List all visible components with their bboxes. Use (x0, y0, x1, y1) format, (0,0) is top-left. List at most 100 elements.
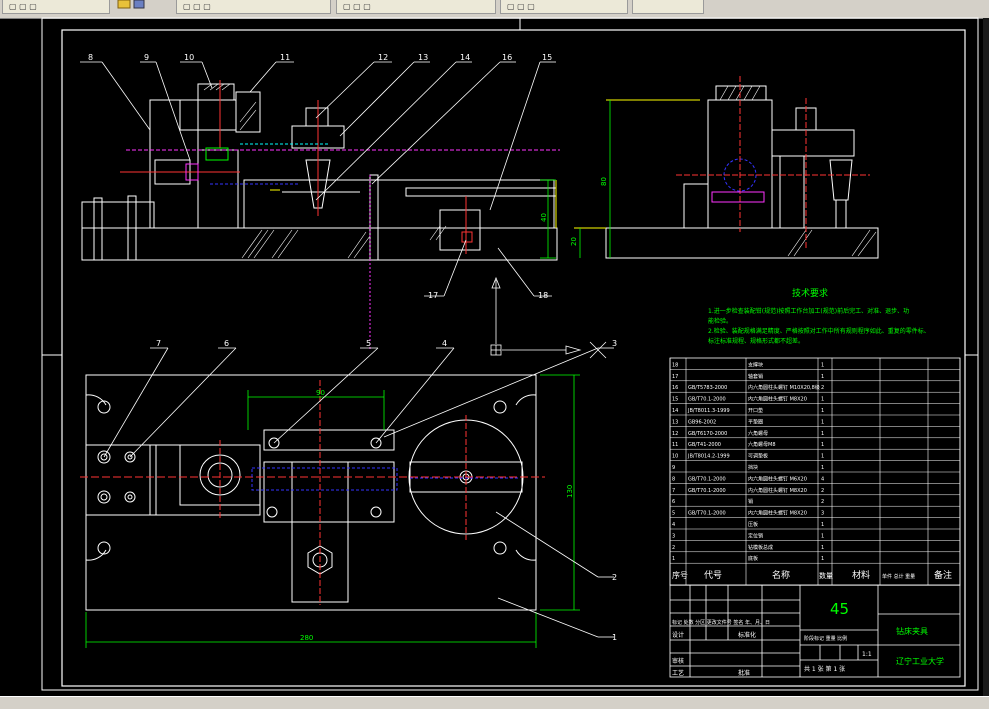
toolbar-strip: ▢ ▢ ▢ ▢ ▢ ▢ ▢ ▢ ▢ ▢ ▢ ▢ (0, 0, 989, 19)
tab-4[interactable]: ▢ ▢ ▢ (500, 0, 628, 14)
front-balloon-labels: 8 9 10 11 12 13 14 16 15 17 18 (88, 53, 552, 300)
balloon-15: 15 (542, 53, 552, 62)
bom-cell: 1 (821, 522, 824, 528)
bom-cell: 8 (672, 476, 675, 482)
balloon-9: 9 (144, 53, 149, 62)
plan-view (85, 374, 537, 611)
dim-plan-130: 130 (566, 485, 574, 498)
bom-cell: 1 (821, 465, 824, 471)
dim-side-80: 80 (600, 177, 608, 186)
front-colored-details (120, 80, 557, 350)
bom-cell: GB/T70.1-2000 (688, 488, 726, 494)
bom-cell: 1 (821, 431, 824, 437)
bom-cell: 挡块 (748, 464, 758, 471)
bom-cell: 内六角圆柱头螺钉 M8X20 (748, 510, 807, 517)
bom-cell: 3 (672, 533, 675, 539)
bom-cell: 六角螺母M8 (748, 441, 776, 448)
bom-cell: 2 (821, 488, 824, 494)
bom-cell: 内六角圆柱头螺钉 M10X20,8级 (748, 384, 820, 391)
cad-cursor[interactable] (490, 276, 607, 359)
folder-icon (117, 0, 145, 9)
bom-header: 单件 总计 重量 (882, 573, 915, 580)
balloon-12: 12 (378, 53, 388, 62)
balloon-10: 10 (184, 53, 194, 62)
bom-cell: 1 (672, 556, 675, 562)
bom-cell: 内六角圆柱头螺钉 M6X20 (748, 475, 807, 482)
dim-plan-90: 90 (316, 389, 325, 397)
bom-cell: 10 (672, 454, 678, 460)
balloon-1: 1 (612, 633, 617, 642)
bom-cell: 平垫圈 (748, 418, 763, 425)
tab-5[interactable] (632, 0, 704, 14)
bom-cell: 1 (821, 442, 824, 448)
hatch-side (719, 85, 877, 257)
hatch-front (203, 83, 447, 259)
balloon-17: 17 (428, 291, 438, 300)
bom-cell: 内六角圆柱头螺钉 M8X20 (748, 487, 807, 494)
bom-cell: 15 (672, 397, 678, 403)
bom-cell: 1 (821, 556, 824, 562)
bom-cell: 9 (672, 465, 675, 471)
tb-part-name: 钻床夹具 (896, 626, 928, 636)
bom-cell: 7 (672, 488, 675, 494)
tab-1[interactable]: ▢ ▢ ▢ (2, 0, 110, 14)
plan-leaders (103, 347, 614, 638)
tech-title: 技术要求 (792, 287, 828, 299)
bom-cell: 1 (821, 362, 824, 368)
side-colored-details (574, 76, 870, 250)
tech-line-2: 能检验。 (708, 317, 732, 325)
side-dimensions (579, 100, 611, 258)
tb-stage: 阶段标记 重量 比例 (804, 635, 847, 642)
bom-cell: 2 (821, 499, 824, 505)
tab-3[interactable]: ▢ ▢ ▢ (336, 0, 496, 14)
bom-cell: JB/T8011.3-1999 (687, 408, 730, 414)
outer-frame (41, 17, 979, 691)
bom-cell: 1 (821, 545, 824, 551)
bom-cell: 六角螺母 (748, 430, 768, 437)
bom-cell: 2 (672, 545, 675, 551)
tb-standard: 标准化 (738, 631, 756, 639)
plan-balloon-labels: 7 6 5 4 3 2 1 (156, 339, 617, 642)
bom-cell: 1 (821, 374, 824, 380)
bom-cell: 底板 (748, 555, 758, 562)
balloon-2: 2 (612, 573, 617, 582)
bom-cell: GB/T6170-2000 (688, 431, 727, 437)
balloon-11: 11 (280, 53, 290, 62)
bom-header: 材料 (852, 569, 870, 581)
front-dimensions (540, 179, 556, 259)
title-block (669, 584, 961, 678)
vertical-scrollbar[interactable] (983, 18, 989, 696)
bom-cell: 1 (821, 454, 824, 460)
bom-cell: 18 (672, 362, 678, 368)
bom-header: 序号 (672, 570, 688, 580)
bom-cell: GB/T5783-2000 (688, 385, 727, 391)
balloon-16: 16 (502, 53, 512, 62)
side-view (605, 85, 879, 259)
bom-cell: 4 (672, 522, 675, 528)
bom-cell: 压板 (748, 521, 758, 528)
bom-cell: 11 (672, 442, 678, 448)
tech-line-3: 2.检验、装配规格满足精度、严格按照对工作中所有规则程序如此、重复的零件标、 (708, 327, 930, 335)
bom-cell: 定位销 (748, 532, 763, 539)
bom-header: 名称 (772, 569, 790, 581)
bom-cell: 2 (821, 385, 824, 391)
dim-plan-280: 280 (300, 634, 313, 642)
bom-cell: 1 (821, 533, 824, 539)
front-view (81, 83, 560, 261)
tab-2[interactable]: ▢ ▢ ▢ (176, 0, 331, 14)
balloon-13: 13 (418, 53, 428, 62)
bom-cell: 1 (821, 408, 824, 414)
toolbar-icons[interactable] (112, 0, 164, 12)
inner-frame (61, 29, 966, 687)
bom-cell: 12 (672, 431, 678, 437)
balloon-5: 5 (366, 339, 371, 348)
title-block-text: 45 钻床夹具 辽宁工业大学 1:1 共 1 张 第 1 张 阶段标记 重量 比… (672, 600, 944, 677)
tb-company: 辽宁工业大学 (896, 656, 944, 666)
status-bar (0, 696, 989, 709)
bom-cell: 6 (672, 499, 675, 505)
bom-cell: GB/T70.1-2000 (688, 511, 726, 517)
dim-side-20: 20 (570, 237, 578, 246)
bom-cell: GB/T41-2000 (688, 442, 721, 448)
